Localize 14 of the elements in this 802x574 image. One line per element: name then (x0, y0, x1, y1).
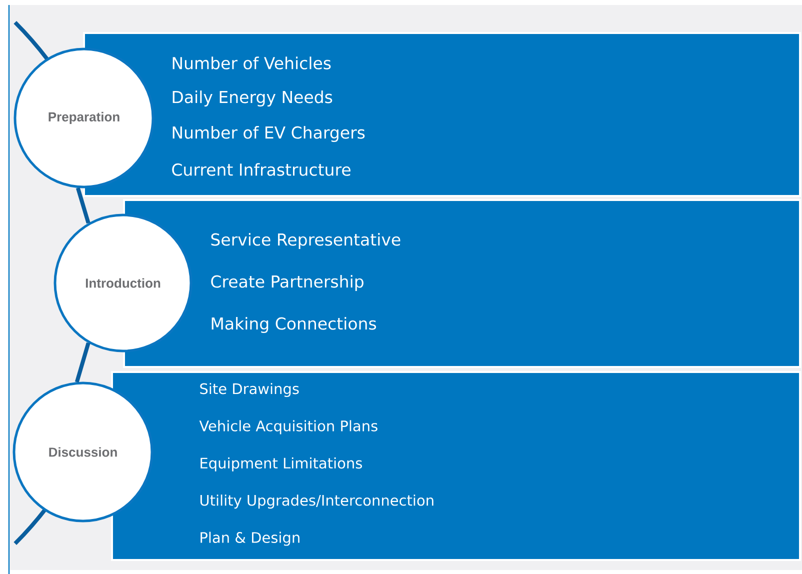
list-item: Service Representative (211, 233, 400, 249)
list-item: Create Partnership (211, 275, 364, 291)
list-item: Vehicle Acquisition Plans (199, 420, 378, 434)
list-item: Daily Energy Needs (172, 90, 332, 106)
list-item: Utility Upgrades/Interconnection (200, 494, 434, 509)
list-item: Equipment Limitations (200, 457, 362, 472)
timeline-arc (76, 187, 90, 224)
list-item: Current Infrastructure (172, 163, 350, 176)
timeline-arc (74, 342, 90, 383)
list-item: Number of EV Chargers (172, 126, 365, 142)
list-item: Site Drawings (200, 382, 299, 397)
list-item: Plan & Design (200, 532, 300, 546)
list-item: Making Connections (212, 317, 376, 333)
list-item: Number of Vehicles (172, 56, 331, 70)
